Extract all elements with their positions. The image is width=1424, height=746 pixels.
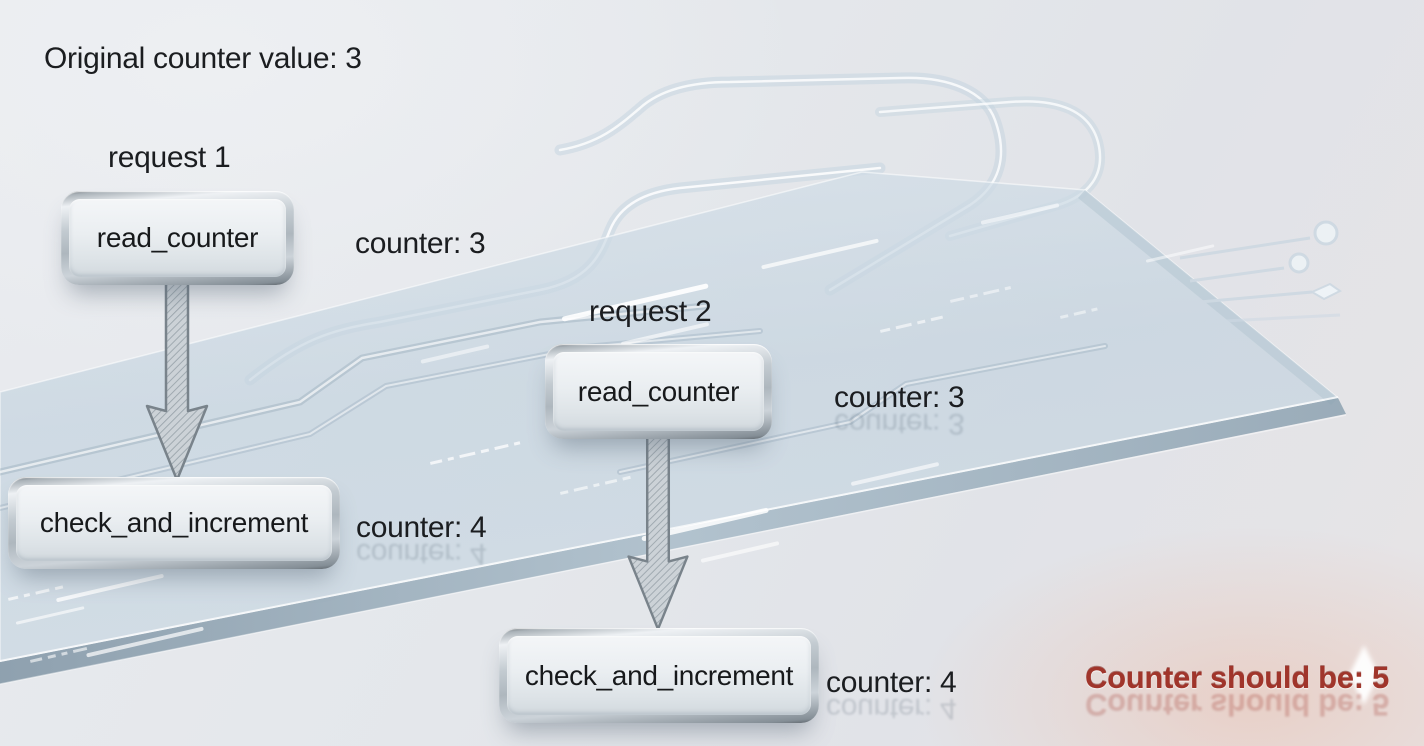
annotation-reflection: counter: 4 xyxy=(356,537,487,570)
request-2-read-counter-box-face: read_counter xyxy=(553,352,764,431)
request-1-check-and-increment-box: check_and_increment xyxy=(8,477,340,569)
arrow-down-icon xyxy=(145,281,209,482)
request-1-read-counter-box-face: read_counter xyxy=(69,199,286,277)
request-1-counter-after-read: counter: 3 xyxy=(355,227,486,261)
original-counter-value-label: Original counter value: 3 xyxy=(44,42,362,75)
request-1-check-and-increment-box-face: check_and_increment xyxy=(16,485,332,561)
annotation-text: counter: 4 xyxy=(356,511,487,544)
request-2-read-counter-box-label: read_counter xyxy=(577,375,740,407)
arrow-down-icon xyxy=(627,434,689,631)
request-2-counter-after-increment: counter: 4 counter: 4 xyxy=(826,666,957,725)
request-2-check-and-increment-box: check_and_increment xyxy=(499,628,819,723)
annotation-reflection: counter: 3 xyxy=(834,407,965,440)
request-1-label: request 1 xyxy=(108,141,231,174)
request-2-read-counter-box: read_counter xyxy=(545,344,772,439)
counter-should-be-label: Counter should be: 5 Counter should be: … xyxy=(1085,660,1389,722)
request-2-check-and-increment-box-label: check_and_increment xyxy=(524,659,794,691)
request-2-counter-after-read: counter: 3 counter: 3 xyxy=(834,381,965,440)
annotation-reflection: counter: 4 xyxy=(826,692,957,725)
annotation-text: counter: 3 xyxy=(834,381,965,414)
request-2-check-and-increment-box-face: check_and_increment xyxy=(507,636,811,715)
request-1-read-counter-box-label: read_counter xyxy=(96,222,259,253)
request-1-read-counter-box: read_counter xyxy=(61,191,294,285)
annotation-text: counter: 3 xyxy=(355,227,486,260)
connector-pins xyxy=(1179,220,1342,324)
micro-text-dashes xyxy=(8,286,1098,663)
annotation-text: counter: 4 xyxy=(826,666,957,699)
request-1-counter-after-increment: counter: 4 counter: 4 xyxy=(356,511,487,570)
request-2-label: request 2 xyxy=(589,295,712,328)
sparkle-icon xyxy=(1349,645,1379,705)
request-1-check-and-increment-box-label: check_and_increment xyxy=(39,507,309,538)
specular-streaks xyxy=(15,203,1215,658)
conclusion-reflection: Counter should be: 5 xyxy=(1085,687,1390,722)
conclusion-text: Counter should be: 5 xyxy=(1085,660,1390,695)
